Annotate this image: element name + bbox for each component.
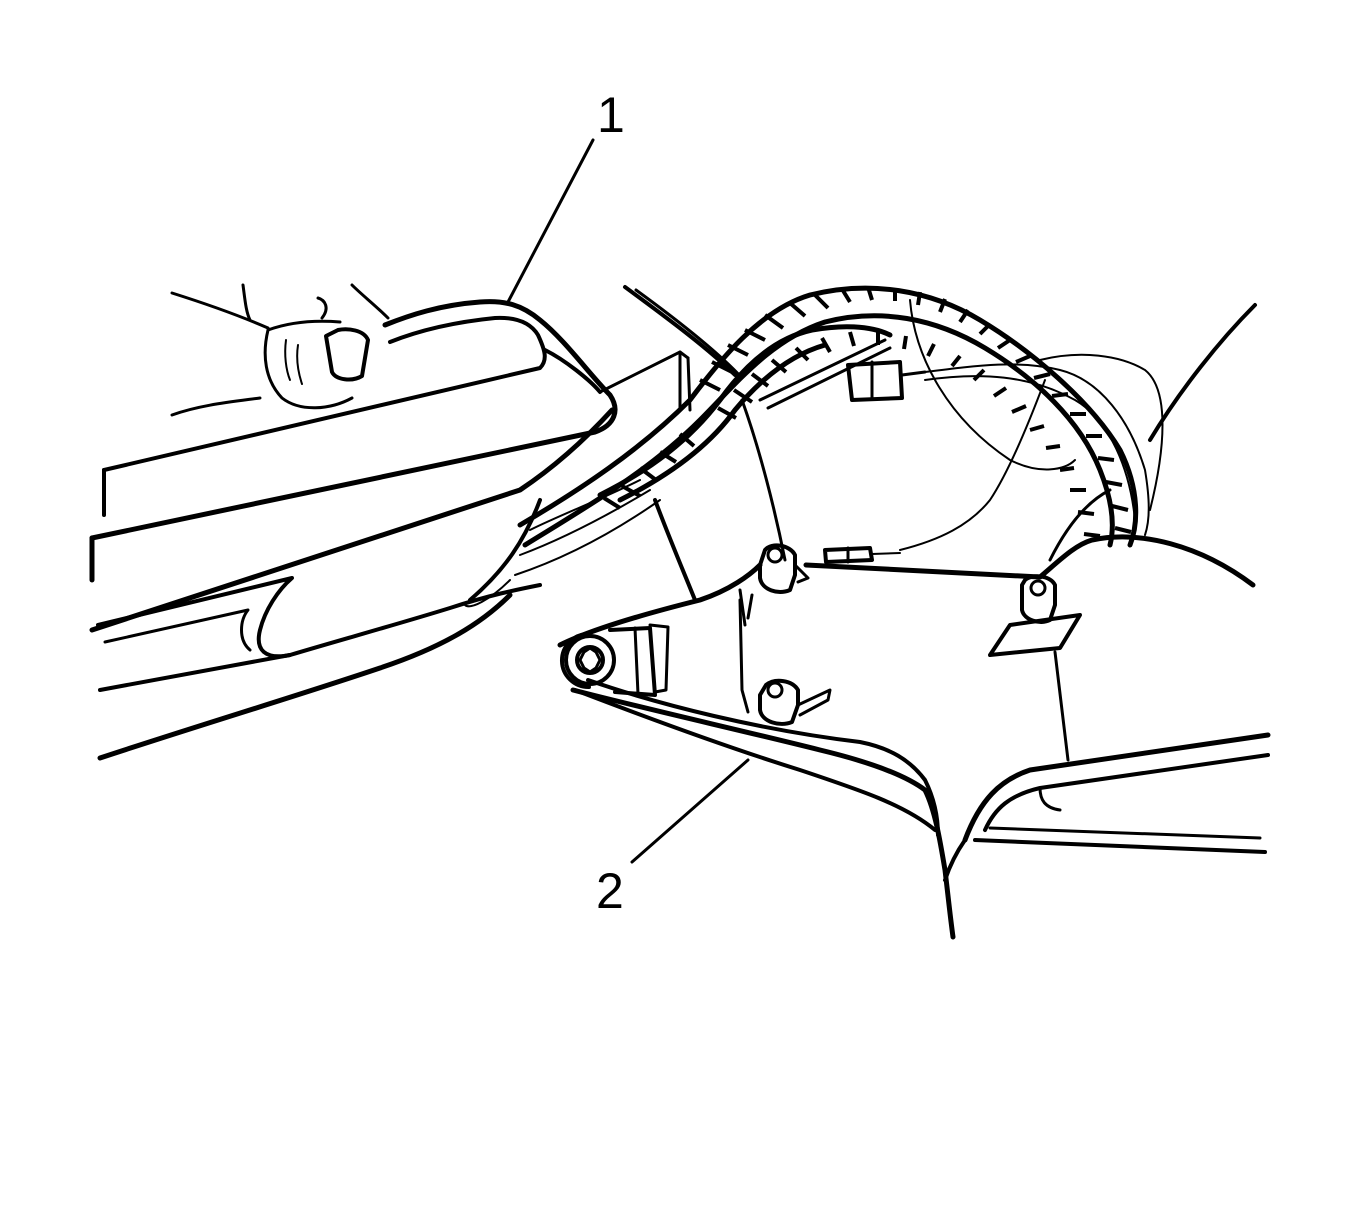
wire-harness xyxy=(464,285,1139,608)
callout-label-1: 1 xyxy=(597,87,625,143)
leader-line-1 xyxy=(506,138,595,304)
leader-line-2 xyxy=(630,758,750,864)
hand-illustration xyxy=(170,283,390,417)
trim-panel-component-1 xyxy=(89,299,692,761)
callout-label-2: 2 xyxy=(596,863,624,919)
electrical-connectors xyxy=(823,299,1164,564)
bracket-component-2 xyxy=(557,285,1271,940)
callout-leaders xyxy=(506,138,750,864)
